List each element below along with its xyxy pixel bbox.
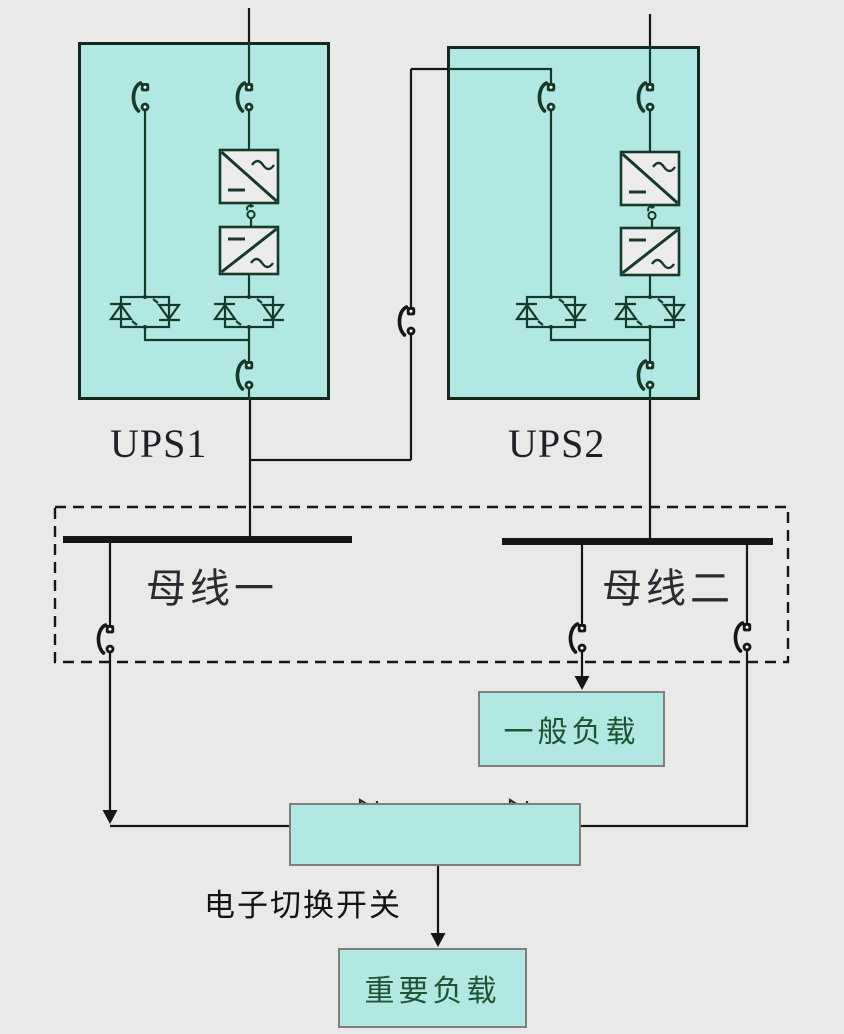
ups1-unit-box	[78, 42, 330, 400]
critical-load-label: 重要负载	[364, 975, 501, 1008]
transfer-switch-box	[289, 803, 581, 866]
busbar-2	[502, 538, 773, 545]
ups1-label: UPS1	[110, 421, 208, 466]
arrow-down-icon	[430, 933, 446, 947]
arrow-down-icon	[574, 676, 590, 690]
critical-load-box: 重要负载	[338, 948, 527, 1028]
isolator-switch-icon-bus2-transfer-feeder	[733, 621, 754, 654]
ups2-label: UPS2	[508, 421, 606, 466]
busbar-1	[63, 536, 352, 543]
bus2-label: 母线二	[602, 566, 734, 611]
isolator-switch-icon-bus2-load-feeder	[568, 622, 589, 655]
ups2-unit-box	[447, 46, 700, 400]
bus1-label: 母线一	[146, 566, 278, 611]
arrow-down-icon	[102, 810, 118, 824]
transfer-switch-label: 电子切换开关	[204, 888, 402, 923]
isolator-switch-icon-tie-line	[397, 305, 418, 338]
general-load-box: 一般负载	[478, 691, 665, 767]
isolator-switch-icon-bus1-feeder	[96, 623, 117, 656]
general-load-label: 一般负载	[503, 716, 640, 749]
